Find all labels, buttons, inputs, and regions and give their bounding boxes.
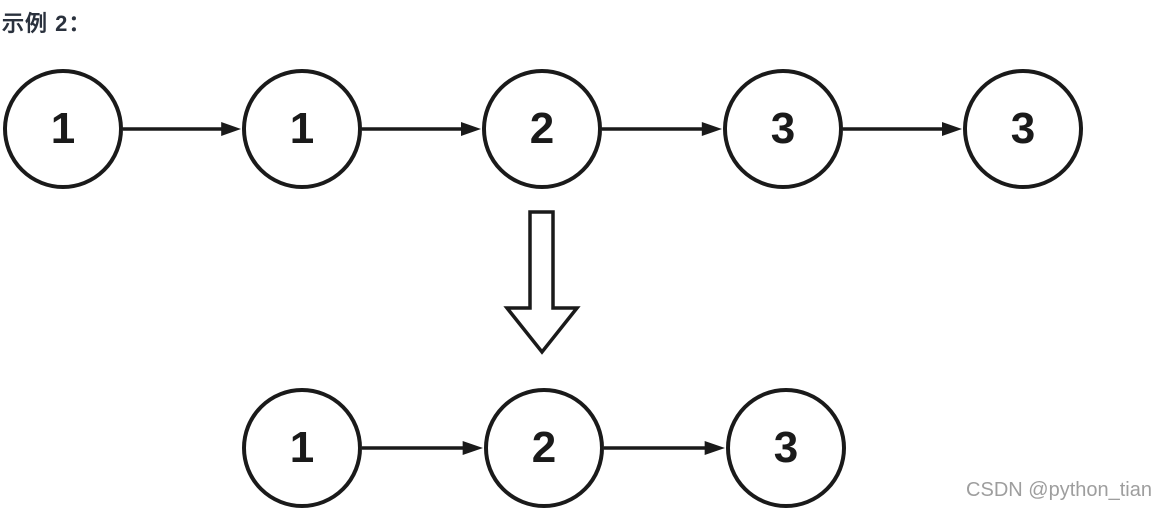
watermark: CSDN @python_tian	[966, 479, 1152, 501]
next-pointer-arrow-icon	[123, 122, 242, 136]
list-node: 2	[484, 388, 604, 508]
transform-down-arrow-icon	[503, 210, 581, 355]
list-node: 1	[3, 69, 123, 189]
list-node: 3	[723, 69, 843, 189]
next-pointer-arrow-icon	[362, 122, 481, 136]
list-node: 1	[242, 69, 362, 189]
next-pointer-arrow-icon	[602, 122, 722, 136]
next-pointer-arrow-icon	[362, 441, 483, 455]
list-node: 3	[963, 69, 1083, 189]
list-node: 3	[726, 388, 846, 508]
next-pointer-arrow-icon	[843, 122, 962, 136]
list-node: 1	[242, 388, 362, 508]
example-label: 示例 2：	[2, 11, 92, 36]
next-pointer-arrow-icon	[604, 441, 725, 455]
list-node: 2	[482, 69, 602, 189]
